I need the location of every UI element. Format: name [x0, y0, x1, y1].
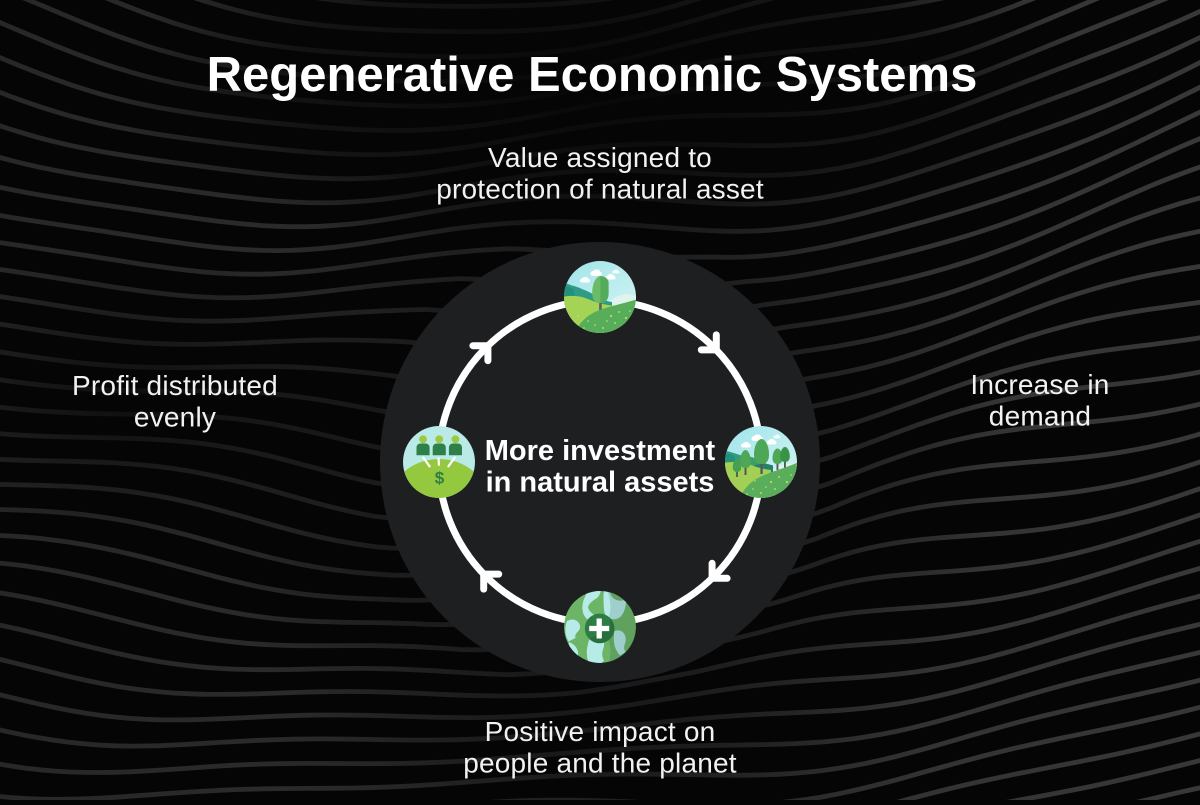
svg-text:people and the planet: people and the planet: [463, 748, 737, 779]
svg-text:Regenerative Economic Systems: Regenerative Economic Systems: [207, 48, 978, 102]
svg-text:demand: demand: [989, 401, 1091, 432]
svg-text:in natural assets: in natural assets: [486, 467, 715, 499]
svg-text:More investment: More investment: [485, 435, 716, 467]
svg-text:Positive impact on: Positive impact on: [485, 716, 716, 747]
svg-text:evenly: evenly: [134, 402, 216, 433]
svg-text:Value assigned to: Value assigned to: [488, 142, 712, 173]
svg-text:$: $: [435, 468, 445, 487]
svg-text:protection of natural asset: protection of natural asset: [436, 174, 764, 205]
svg-text:Increase in: Increase in: [970, 369, 1109, 400]
svg-text:Profit distributed: Profit distributed: [72, 370, 278, 401]
